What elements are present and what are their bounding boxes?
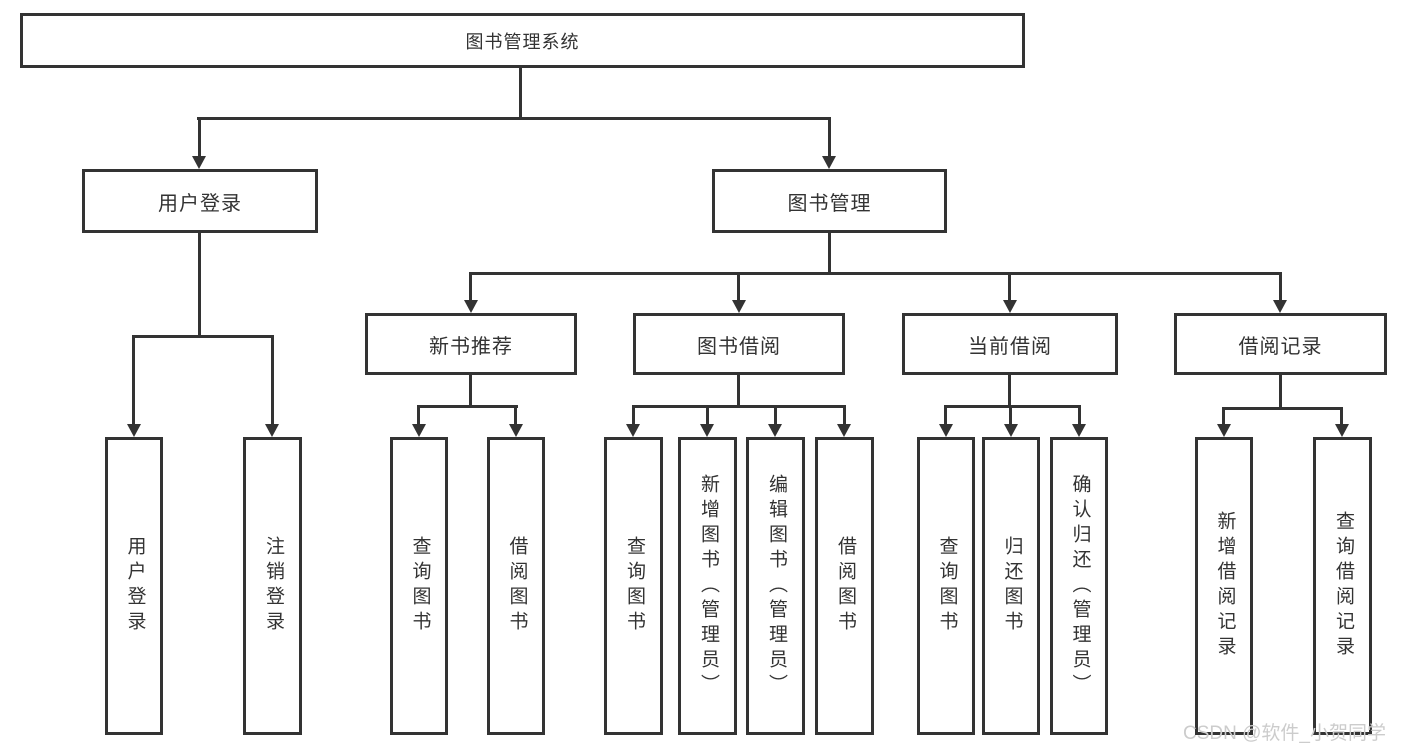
connector-arrow bbox=[626, 424, 640, 437]
connector-line bbox=[828, 117, 831, 156]
connector-line bbox=[519, 68, 522, 120]
node-borrowing-records: 借阅记录 bbox=[1174, 313, 1387, 375]
connector-line bbox=[1340, 407, 1343, 424]
connector-line bbox=[1222, 407, 1225, 424]
leaf-borrow-books-recommend: 借阅图书 bbox=[487, 437, 545, 735]
connector-line bbox=[132, 335, 135, 424]
connector-line bbox=[198, 233, 201, 337]
connector-arrow bbox=[1004, 424, 1018, 437]
connector-line bbox=[1222, 407, 1343, 410]
connector-line bbox=[944, 405, 1081, 408]
connector-arrow bbox=[265, 424, 279, 437]
connector-line bbox=[1279, 375, 1282, 409]
connector-arrow bbox=[700, 424, 714, 437]
connector-arrow bbox=[822, 156, 836, 169]
connector-line bbox=[774, 405, 777, 424]
connector-line bbox=[1078, 405, 1081, 424]
connector-arrow bbox=[768, 424, 782, 437]
connector-arrow bbox=[509, 424, 523, 437]
connector-arrow bbox=[1273, 300, 1287, 313]
leaf-query-books-recommend: 查询图书 bbox=[390, 437, 448, 735]
leaf-add-book-admin: 新增图书（管理员） bbox=[678, 437, 737, 735]
node-current-borrowing: 当前借阅 bbox=[902, 313, 1118, 375]
connector-line bbox=[197, 117, 831, 120]
connector-line bbox=[469, 375, 472, 407]
leaf-query-books-borrowing: 查询图书 bbox=[604, 437, 663, 735]
node-library-system: 图书管理系统 bbox=[20, 13, 1025, 68]
connector-arrow bbox=[837, 424, 851, 437]
leaf-query-books-current: 查询图书 bbox=[917, 437, 975, 735]
leaf-add-borrow-record: 新增借阅记录 bbox=[1195, 437, 1253, 735]
connector-arrow bbox=[464, 300, 478, 313]
connector-line bbox=[1008, 375, 1011, 407]
connector-line bbox=[469, 272, 1282, 275]
connector-line bbox=[737, 272, 740, 300]
node-user-login: 用户登录 bbox=[82, 169, 318, 233]
connector-line bbox=[1008, 272, 1011, 300]
leaf-confirm-return-admin: 确认归还（管理员） bbox=[1050, 437, 1108, 735]
connector-line bbox=[1279, 272, 1282, 300]
connector-line bbox=[706, 405, 709, 424]
connector-line bbox=[417, 405, 518, 408]
connector-arrow bbox=[412, 424, 426, 437]
connector-arrow bbox=[732, 300, 746, 313]
connector-line bbox=[271, 335, 274, 424]
leaf-return-book: 归还图书 bbox=[982, 437, 1040, 735]
connector-line bbox=[737, 375, 740, 407]
watermark: CSDN @软件_小贺同学 bbox=[1183, 723, 1386, 744]
leaf-borrow-books-borrowing: 借阅图书 bbox=[815, 437, 874, 735]
connector-arrow bbox=[1217, 424, 1231, 437]
connector-line bbox=[469, 272, 472, 300]
connector-arrow bbox=[1003, 300, 1017, 313]
connector-line bbox=[1009, 405, 1012, 424]
node-book-borrowing: 图书借阅 bbox=[633, 313, 845, 375]
connector-arrow bbox=[127, 424, 141, 437]
connector-line bbox=[632, 405, 635, 424]
connector-line bbox=[828, 233, 831, 275]
leaf-edit-book-admin: 编辑图书（管理员） bbox=[746, 437, 805, 735]
connector-arrow bbox=[939, 424, 953, 437]
connector-line bbox=[198, 117, 201, 156]
leaf-query-borrow-record: 查询借阅记录 bbox=[1313, 437, 1372, 735]
connector-line bbox=[944, 405, 947, 424]
connector-arrow bbox=[1072, 424, 1086, 437]
connector-line bbox=[514, 405, 517, 424]
connector-arrow bbox=[1335, 424, 1349, 437]
connector-line bbox=[632, 405, 846, 408]
leaf-logout: 注销登录 bbox=[243, 437, 302, 735]
leaf-user-login: 用户登录 bbox=[105, 437, 163, 735]
connector-line bbox=[843, 405, 846, 424]
connector-line bbox=[417, 405, 420, 424]
node-book-management: 图书管理 bbox=[712, 169, 947, 233]
node-new-book-recommend: 新书推荐 bbox=[365, 313, 577, 375]
connector-line bbox=[132, 335, 274, 338]
connector-arrow bbox=[192, 156, 206, 169]
